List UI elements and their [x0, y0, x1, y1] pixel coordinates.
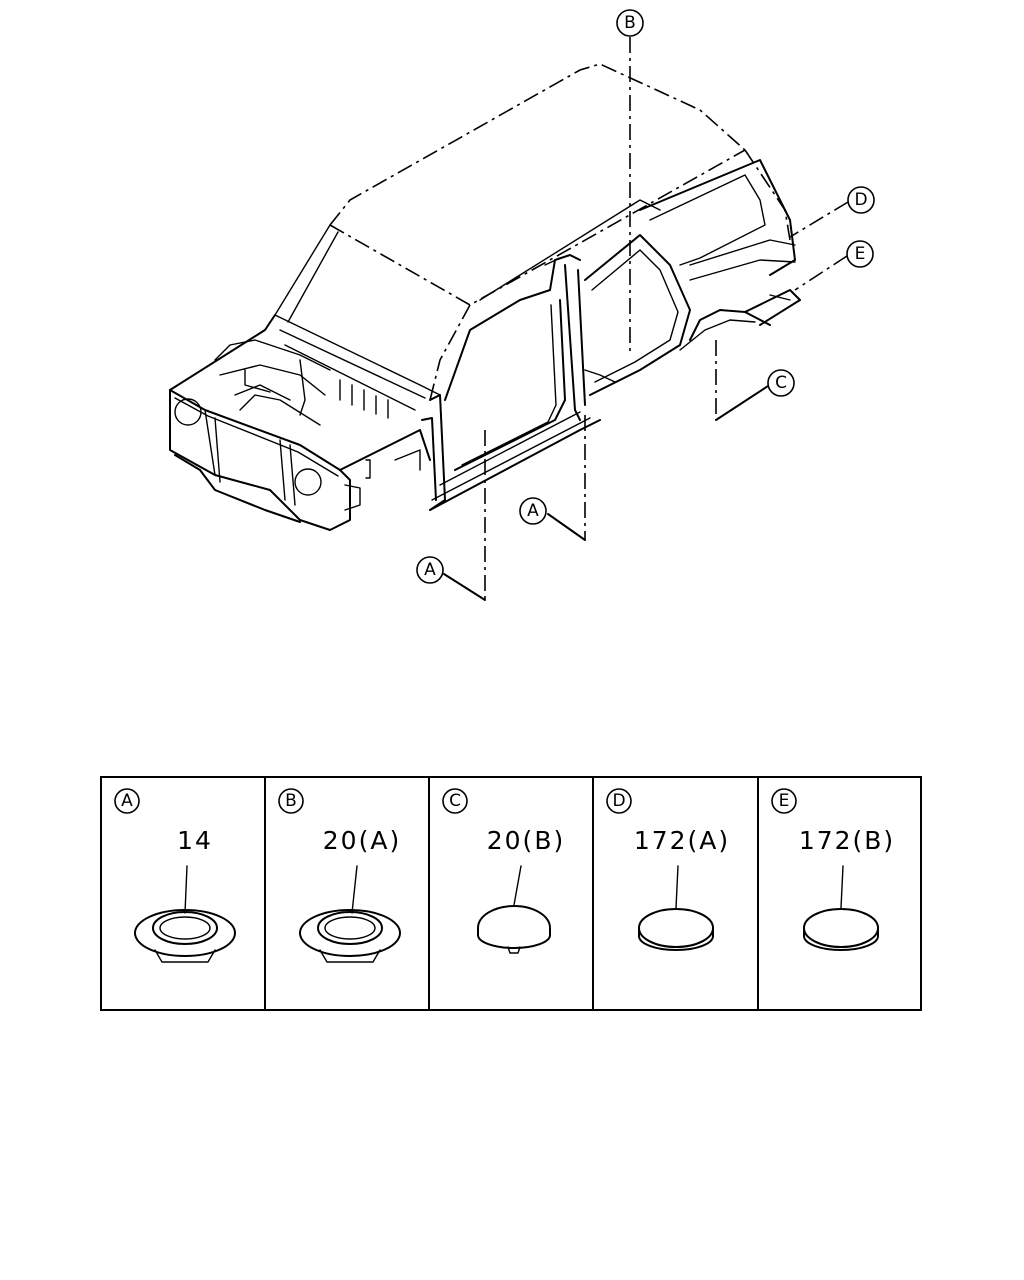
legend-cell-A-part-number: 14: [177, 826, 213, 855]
callout-A-upper-label: A: [527, 501, 539, 521]
flat-plug-D-icon: [638, 908, 714, 951]
legend-cell-B-part-number: 20(A): [323, 826, 401, 855]
flat-plug-E-icon: [803, 908, 879, 951]
leader-lines: [443, 37, 849, 601]
callout-B: B: [616, 9, 644, 37]
legend-cell-D: D 172(A): [606, 788, 730, 951]
callout-D-label: D: [854, 190, 867, 210]
vehicle-body-shell: [169, 63, 801, 531]
callout-E: E: [846, 240, 874, 268]
legend-cell-A-key: A: [121, 791, 133, 811]
legend-cell-C-part-number: 20(B): [487, 826, 565, 855]
callout-A-lower-label: A: [424, 560, 436, 580]
legend-cell-D-key: D: [612, 791, 625, 811]
legend-cell-B-key: B: [285, 791, 297, 811]
legend-cell-E: E 172(B): [771, 788, 895, 951]
legend-cell-A: A 14: [114, 788, 236, 963]
callout-B-label: B: [624, 13, 636, 33]
legend-cell-B: B 20(A): [278, 788, 401, 963]
callout-C: C: [767, 369, 795, 397]
legend-cell-C-key: C: [449, 791, 461, 811]
legend-table: A 14 B 20(A) C: [100, 776, 922, 1011]
legend-cell-E-part-number: 172(B): [799, 826, 895, 855]
callout-E-label: E: [855, 244, 866, 264]
dome-plug-C-icon: [477, 905, 551, 954]
callout-D: D: [847, 186, 875, 214]
callout-A-upper: A: [519, 497, 547, 525]
legend-cell-D-part-number: 172(A): [634, 826, 730, 855]
callout-C-label: C: [775, 373, 787, 393]
grommet-ring-B-icon: [299, 909, 401, 963]
legend-cell-C: C 20(B): [442, 788, 565, 954]
callout-A-lower: A: [416, 556, 444, 584]
legend-cell-E-key: E: [779, 791, 790, 811]
grommet-ring-A-icon: [134, 909, 236, 963]
